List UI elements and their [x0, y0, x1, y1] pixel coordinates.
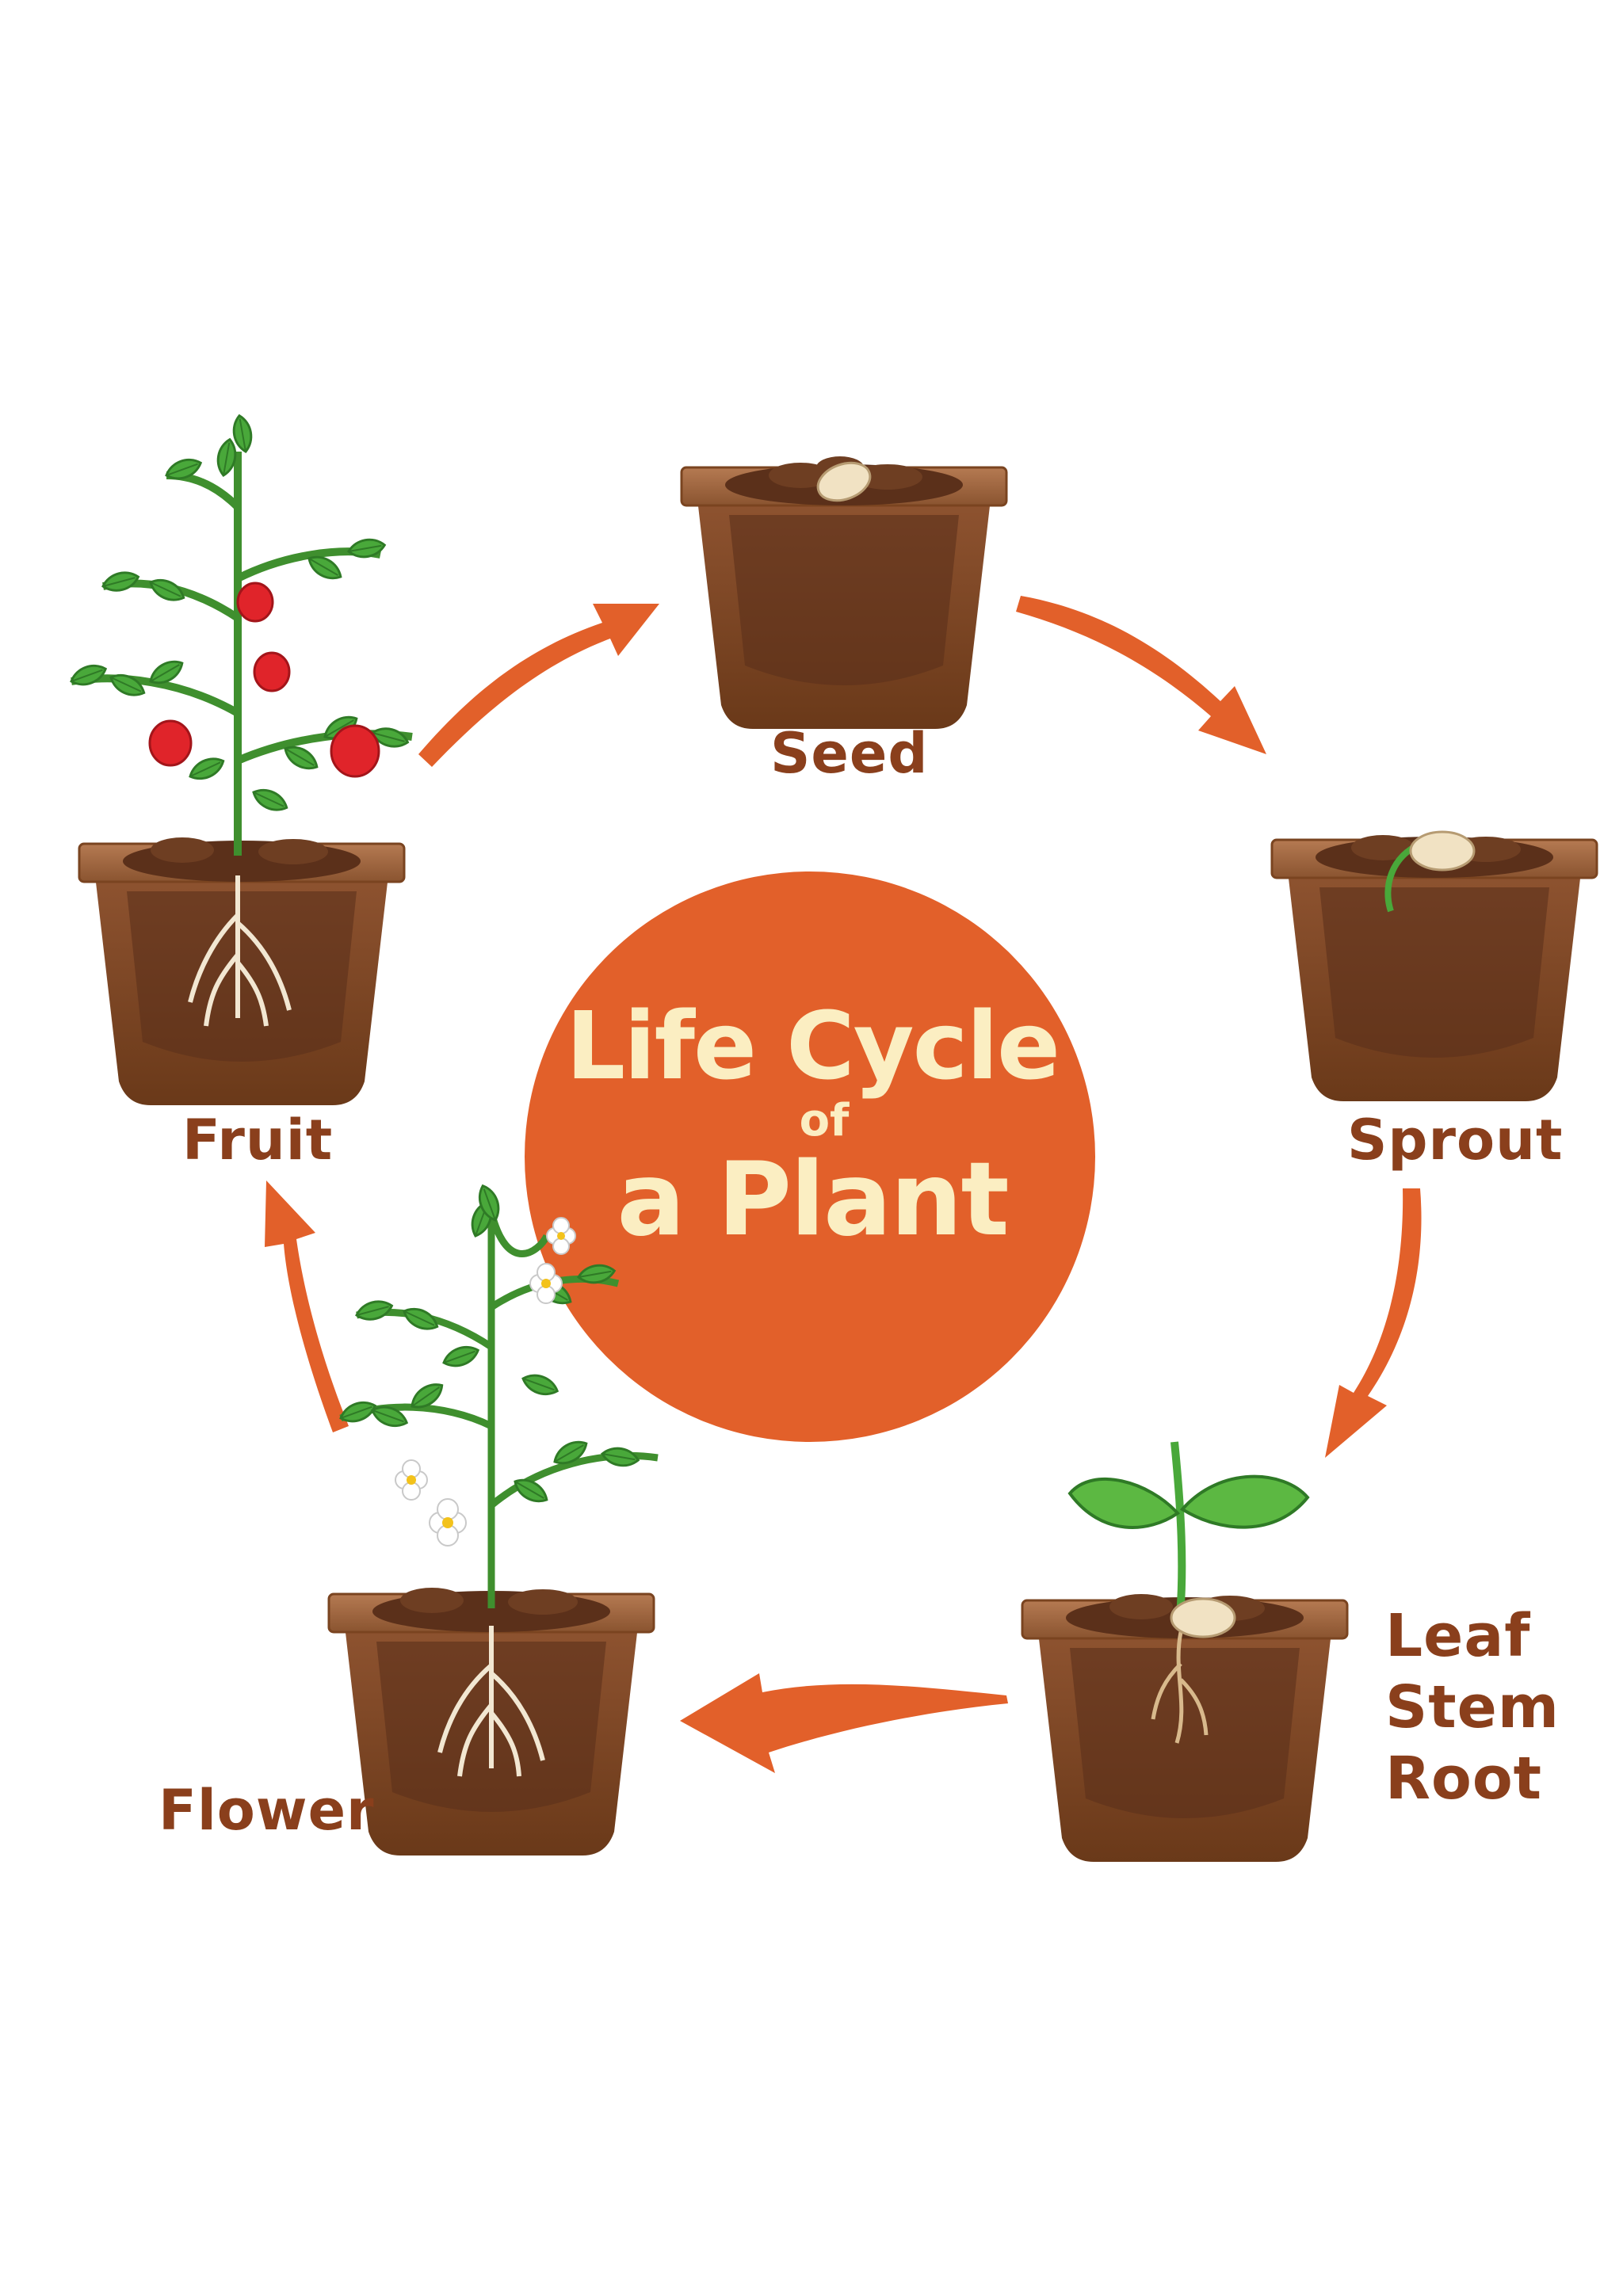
tomato-icon: [148, 582, 380, 778]
arrow-seedling-to-flower: [680, 1673, 1008, 1773]
root-icon: [1151, 1631, 1209, 1744]
pot-flower: [327, 1588, 655, 1855]
label-leaf: Leaf: [1385, 1602, 1531, 1670]
diagram-title: Life Cycle of a Plant: [519, 994, 1106, 1256]
arrow-fruit-to-seed: [418, 604, 659, 767]
flower-blossom-icon: [395, 1217, 576, 1547]
roots-icon-flower: [437, 1626, 545, 1777]
pot-seed: [680, 456, 1008, 729]
label-seed: Seed: [770, 721, 929, 786]
label-seedling-parts: Leaf Stem Root: [1385, 1600, 1560, 1814]
title-line-1: Life Cycle: [565, 991, 1060, 1100]
label-fruit: Fruit: [182, 1108, 334, 1173]
pot-fruit: [78, 837, 406, 1105]
arrow-sprout-to-seedling: [1325, 1188, 1422, 1458]
plant-flower-icon: [336, 1181, 659, 1608]
seed-icon-sprout: [1409, 830, 1476, 871]
label-stem: Stem: [1385, 1673, 1560, 1741]
leaf-left-icon: [1067, 1477, 1181, 1529]
label-sprout: Sprout: [1347, 1108, 1564, 1173]
arrows: [265, 596, 1422, 1773]
pot-seedling: [1021, 1441, 1349, 1862]
arrow-flower-to-fruit: [265, 1180, 349, 1432]
label-root: Root: [1385, 1745, 1543, 1813]
roots-icon-fruit: [188, 875, 292, 1027]
title-line-2: of: [799, 1095, 850, 1146]
center-circle: [525, 871, 1095, 1442]
plant-fruit-icon: [67, 413, 413, 856]
seed-icon: [816, 461, 872, 502]
label-flower: Flower: [158, 1778, 375, 1843]
pot-sprout: [1270, 830, 1598, 1101]
arrow-seed-to-sprout: [1016, 596, 1266, 754]
leaf-right-icon: [1179, 1474, 1310, 1529]
title-line-3: a Plant: [617, 1141, 1009, 1259]
